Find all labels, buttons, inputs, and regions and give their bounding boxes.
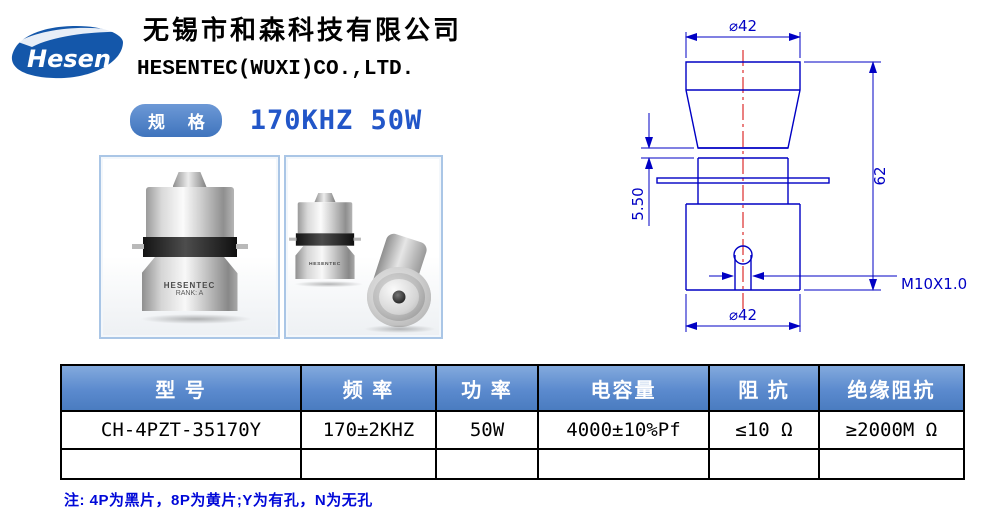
col-header-frequency: 频 率 [300,364,437,412]
transducer-piezo-ring [289,233,361,246]
logo-text: Hesen [27,45,111,73]
cell-frequency-empty [300,448,437,480]
electrode-tab-right [235,244,248,249]
dim-stack-height: 5.50 [629,187,647,220]
cell-insulation-empty [818,448,965,480]
electrode-tab-right [353,237,361,241]
dim-overall-height: 62 [871,166,889,185]
cell-capacitance-empty [537,448,710,480]
electrode-tab-left [131,244,144,249]
spec-table-data-row: CH-4PZT-35170Y 170±2KHZ 50W 4000±10%Pf ≤… [60,410,965,450]
dim-bottom-diameter: ⌀42 [729,306,757,324]
cell-impedance: ≤10 Ω [708,410,820,450]
transducer-illustration-small: HESENTEC [289,193,364,288]
product-brand-text: HESENTEC [309,260,341,267]
transducer-back-mass [145,187,234,237]
col-header-model: 型 号 [60,364,302,412]
cell-power-empty [435,448,539,480]
product-shadow [139,314,252,324]
part-outline [656,61,830,291]
transducer-nut [314,193,336,203]
company-name-en: HESENTEC(WUXI)CO.,LTD. [137,58,415,81]
transducer-piezo-ring [131,237,248,257]
transducer-nut [172,172,207,187]
product-rank-text: RANK: A [175,290,204,297]
company-name-cn: 无锡市和森科技有限公司 [143,15,463,45]
cell-frequency: 170±2KHZ [300,410,437,450]
dim-top-diameter: ⌀42 [729,17,757,35]
dimension-lines [641,32,897,332]
electrode-tab-left [289,237,297,241]
cell-insulation: ≥2000M Ω [818,410,965,450]
product-photo-front: HESENTEC RANK: A [99,155,280,339]
product-brand-text: HESENTEC [163,281,216,290]
product-shadow [294,281,364,288]
transducer-illustration: HESENTEC RANK: A [131,172,252,324]
footnote: 注: 4P为黑片，8P为黄片;Y为有孔，N为无孔 [64,492,373,509]
product-shadow [364,325,436,333]
technical-drawing: ⌀42 62 5.50 M10X1.0 ⌀42 [629,17,967,332]
hesen-logo-icon: Hesen [11,26,123,79]
spec-table-empty-row [60,448,965,480]
col-header-insulation: 绝缘阻抗 [818,364,965,412]
spec-value: 170KHZ 50W [249,105,423,136]
col-header-power: 功 率 [435,364,539,412]
cell-capacitance: 4000±10%Pf [537,410,710,450]
spec-badge: 规 格 [130,104,222,137]
col-header-capacitance: 电容量 [537,364,710,412]
spec-row: 规 格 170KHZ 50W [130,104,422,137]
cell-model-empty [60,448,302,480]
transducer-mounting-hole [392,290,406,304]
transducer-lying-illustration [362,231,438,333]
hesen-logo: Hesen [6,20,126,84]
transducer-horn: HESENTEC RANK: A [141,257,238,311]
cell-impedance-empty [708,448,820,480]
transducer-standing-small: HESENTEC [289,193,364,288]
spec-table-header-row: 型 号 频 率 功 率 电容量 阻 抗 绝缘阻抗 [60,364,965,412]
thread-spec-label: M10X1.0 [901,275,967,293]
transducer-lying-face [367,267,431,327]
cell-model: CH-4PZT-35170Y [60,410,302,450]
col-header-impedance: 阻 抗 [708,364,820,412]
spec-table: 型 号 频 率 功 率 电容量 阻 抗 绝缘阻抗 CH-4PZT-35170Y … [60,364,965,480]
transducer-horn: HESENTEC [295,245,355,280]
transducer-back-mass [297,202,353,234]
product-photo-pair: HESENTEC [284,155,443,339]
cell-power: 50W [435,410,539,450]
